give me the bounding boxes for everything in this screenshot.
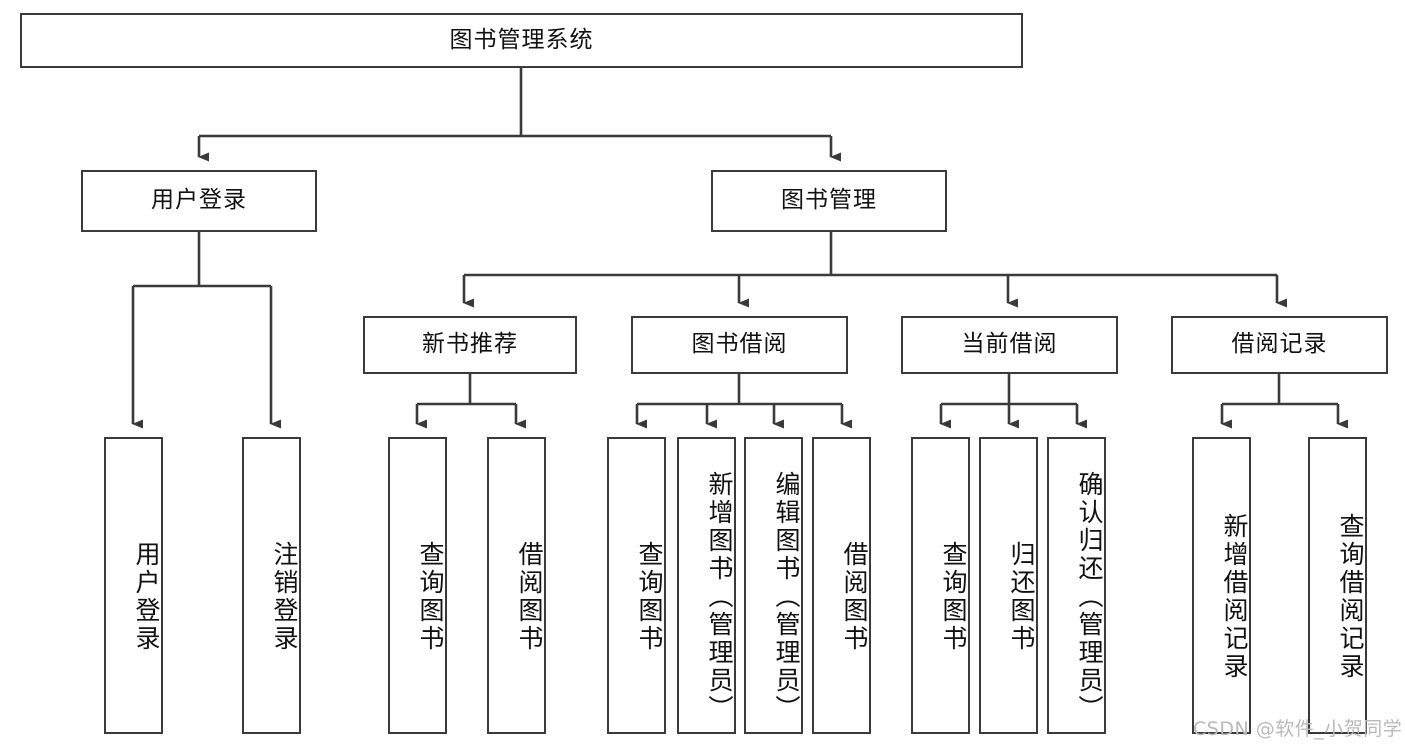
node-leaf-edit-book[interactable]: 编辑图书（管理员） — [744, 437, 803, 734]
node-user-login[interactable]: 用户登录 — [81, 170, 317, 232]
node-leaf-add-record-label: 新增借阅记录 — [1220, 512, 1249, 681]
node-borrow-record[interactable]: 借阅记录 — [1171, 316, 1388, 374]
node-leaf-query-book-3-label: 查询图书 — [939, 540, 968, 653]
node-leaf-confirm-return[interactable]: 确认归还（管理员） — [1047, 437, 1106, 734]
node-leaf-query-book-2-label: 查询图书 — [635, 540, 664, 653]
node-book-management[interactable]: 图书管理 — [711, 170, 947, 232]
node-leaf-edit-book-label: 编辑图书（管理员） — [772, 470, 801, 723]
node-leaf-borrow-book-2-label: 借阅图书 — [840, 540, 869, 653]
node-leaf-query-record-label: 查询借阅记录 — [1336, 512, 1365, 681]
node-leaf-confirm-return-label: 确认归还（管理员） — [1075, 470, 1104, 723]
node-leaf-query-book-2[interactable]: 查询图书 — [607, 437, 666, 734]
node-new-book-recommend-label: 新书推荐 — [422, 331, 518, 358]
node-leaf-add-book-label: 新增图书（管理员） — [705, 470, 734, 723]
node-leaf-return-book-label: 归还图书 — [1007, 540, 1036, 653]
node-leaf-add-book[interactable]: 新增图书（管理员） — [677, 437, 736, 734]
node-book-borrow-label: 图书借阅 — [691, 331, 788, 358]
node-leaf-borrow-book-2[interactable]: 借阅图书 — [812, 437, 871, 734]
node-new-book-recommend[interactable]: 新书推荐 — [363, 316, 577, 374]
node-leaf-query-record[interactable]: 查询借阅记录 — [1308, 437, 1367, 734]
node-leaf-user-login-label: 用户登录 — [132, 540, 161, 653]
node-leaf-borrow-book-1-label: 借阅图书 — [515, 540, 544, 653]
node-borrow-record-label: 借阅记录 — [1231, 331, 1328, 358]
node-leaf-return-book[interactable]: 归还图书 — [979, 437, 1038, 734]
node-current-borrow[interactable]: 当前借阅 — [901, 316, 1118, 374]
node-leaf-logout-login-label: 注销登录 — [270, 540, 299, 653]
watermark-text: CSDN @软件_小贺同学 — [1193, 718, 1403, 740]
node-leaf-user-login[interactable]: 用户登录 — [104, 437, 163, 734]
node-book-management-label: 图书管理 — [781, 187, 877, 214]
node-leaf-query-book-3[interactable]: 查询图书 — [911, 437, 970, 734]
node-leaf-add-record[interactable]: 新增借阅记录 — [1192, 437, 1251, 734]
node-root-label: 图书管理系统 — [449, 26, 594, 53]
node-leaf-borrow-book-1[interactable]: 借阅图书 — [487, 437, 546, 734]
node-current-borrow-label: 当前借阅 — [961, 331, 1058, 358]
node-book-borrow[interactable]: 图书借阅 — [631, 316, 848, 374]
node-root[interactable]: 图书管理系统 — [20, 13, 1023, 68]
node-leaf-logout-login[interactable]: 注销登录 — [242, 437, 301, 734]
node-leaf-query-book-1[interactable]: 查询图书 — [388, 437, 447, 734]
node-leaf-query-book-1-label: 查询图书 — [416, 540, 445, 653]
node-user-login-label: 用户登录 — [151, 187, 247, 214]
